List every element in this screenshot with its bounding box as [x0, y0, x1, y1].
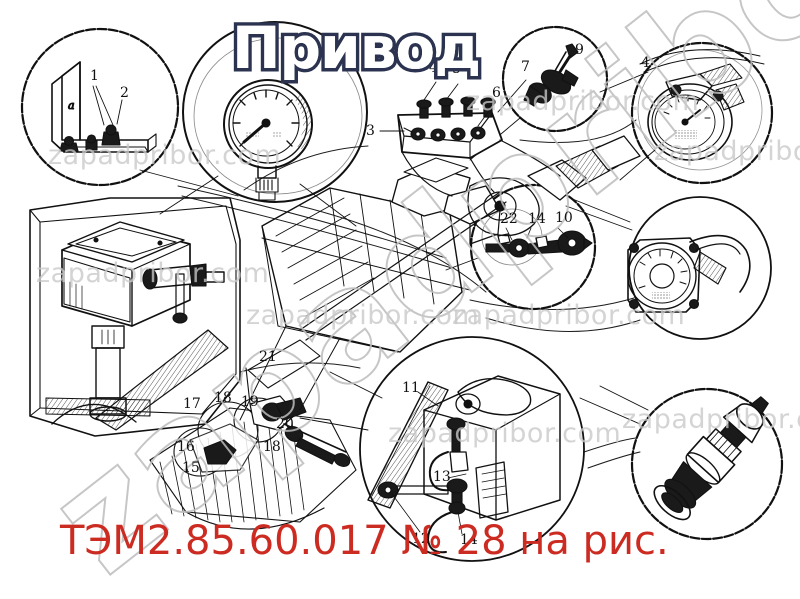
- callout-9: 9: [575, 42, 584, 58]
- page-title: Привод: [232, 14, 481, 82]
- callout-13: 13: [433, 469, 451, 485]
- callout-18: 18: [214, 390, 232, 406]
- callout-19: 19: [241, 394, 259, 410]
- callout-20: 20: [276, 416, 294, 432]
- callout-1: 1: [90, 68, 99, 84]
- detail-circle-pressure-gauge: [159, 21, 368, 227]
- callout-12: 12: [412, 531, 430, 547]
- detail-circle-gauge-upper-right: [599, 41, 774, 185]
- callout-21: 21: [259, 349, 277, 365]
- detail-circle-bracket-linkage: [299, 336, 585, 562]
- callout-16: 16: [177, 439, 195, 455]
- svg-text:a: a: [68, 99, 75, 112]
- callout-17: 17: [183, 396, 201, 412]
- callout-11: 11: [402, 380, 420, 396]
- detail-circle-valve-assembly: [579, 385, 784, 541]
- detail-circle-linkage: [445, 183, 597, 311]
- callout-14: 14: [460, 532, 478, 548]
- callout-5: 5: [452, 61, 461, 77]
- sensor-frame-assembly: [29, 197, 241, 437]
- callout-7: 7: [521, 59, 530, 75]
- callout-14-linkage: 14: [528, 211, 546, 227]
- callout-4: 4: [429, 60, 438, 76]
- detail-circle-sensor-gauge: [565, 196, 772, 340]
- callout-2: 2: [120, 85, 129, 101]
- detail-circle-bracket: a: [20, 27, 239, 197]
- callout-15: 15: [182, 460, 200, 476]
- callout-22: 22: [500, 211, 518, 227]
- callout-18-lower: 18: [263, 439, 281, 455]
- callout-6: 6: [492, 85, 501, 101]
- callout-10: 10: [555, 210, 573, 226]
- page-title-outline: Привод: [228, 11, 484, 86]
- part-number-caption: ТЭМ2.85.60.017 № 28 на рис.: [60, 518, 669, 564]
- callout-3: 3: [366, 123, 375, 139]
- detail-circle-fitting: [469, 25, 609, 161]
- callout-4-upper-right: 4: [641, 55, 650, 71]
- valve-manifold-block: [379, 79, 561, 197]
